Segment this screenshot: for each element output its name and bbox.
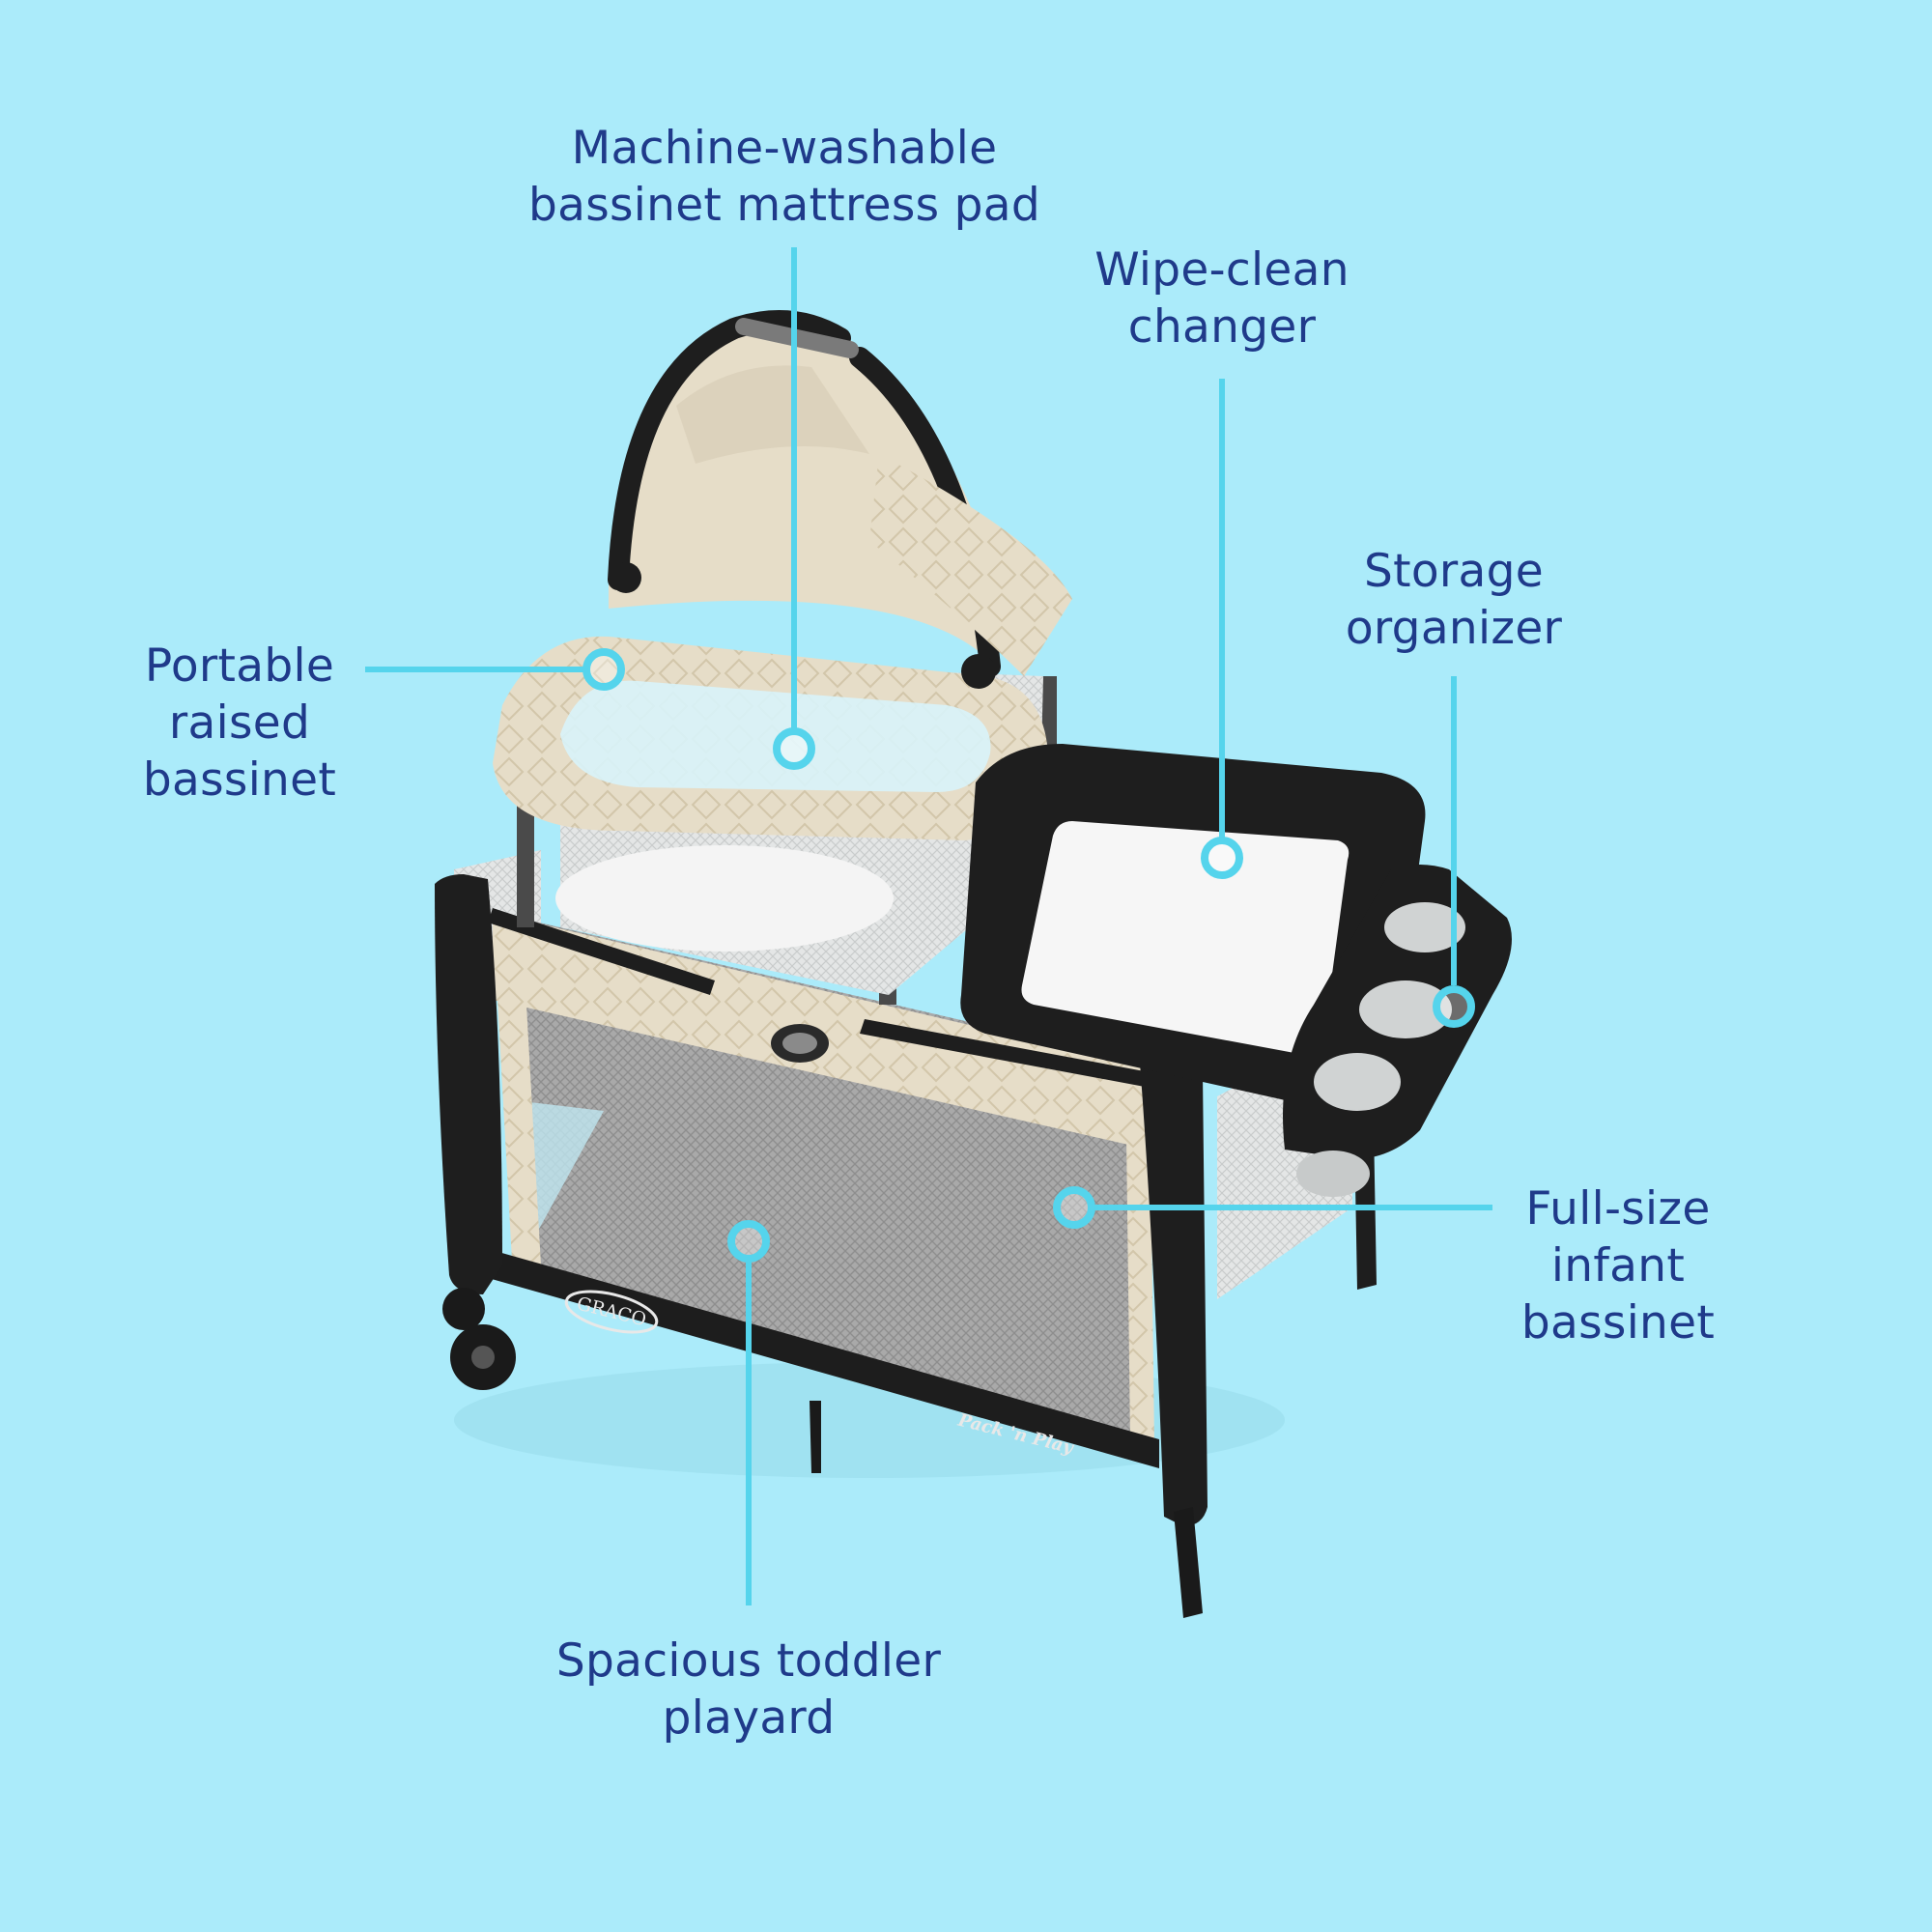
callout-text: bassinet [1520,1296,1716,1350]
callout-markers [582,648,1475,1263]
callout-text: Full-size [1525,1182,1711,1236]
callout-text: playard [662,1691,836,1745]
callout-text: changer [1127,300,1317,354]
marker-storage [1433,985,1475,1028]
callout-text: Storage [1364,545,1544,598]
callout-label-changer: Wipe-clean changer [1072,242,1372,355]
callout-label-storage-organizer: Storage organizer [1323,543,1584,657]
toddler-playard: GRACO Pack 'n Play [435,850,1377,1618]
callout-text: organizer [1345,602,1563,655]
callout-label-toddler-playard: Spacious toddler playard [522,1633,976,1747]
callout-text: Machine-washable [571,122,998,175]
marker-mattress [773,727,815,770]
callout-label-mattress-pad: Machine-washable bassinet mattress pad [495,120,1074,234]
callout-text: Spacious toddler [555,1634,942,1688]
marker-changer [1201,837,1243,879]
raised-bassinet [493,310,1072,1005]
callout-text: infant [1550,1239,1686,1293]
marker-fullsize [1053,1186,1095,1229]
marker-portable [582,648,625,691]
marker-toddler [727,1220,770,1263]
callout-lines [365,247,1492,1605]
callout-text: raised [168,696,311,750]
callout-label-portable-bassinet: Portable raised bassinet [104,638,375,809]
callout-label-full-size-bassinet: Full-size infant bassinet [1488,1180,1748,1351]
callout-text: Portable [144,639,335,693]
callout-text: Wipe-clean [1094,243,1350,297]
callout-text: bassinet [142,753,337,807]
callout-text: bassinet mattress pad [527,179,1041,232]
